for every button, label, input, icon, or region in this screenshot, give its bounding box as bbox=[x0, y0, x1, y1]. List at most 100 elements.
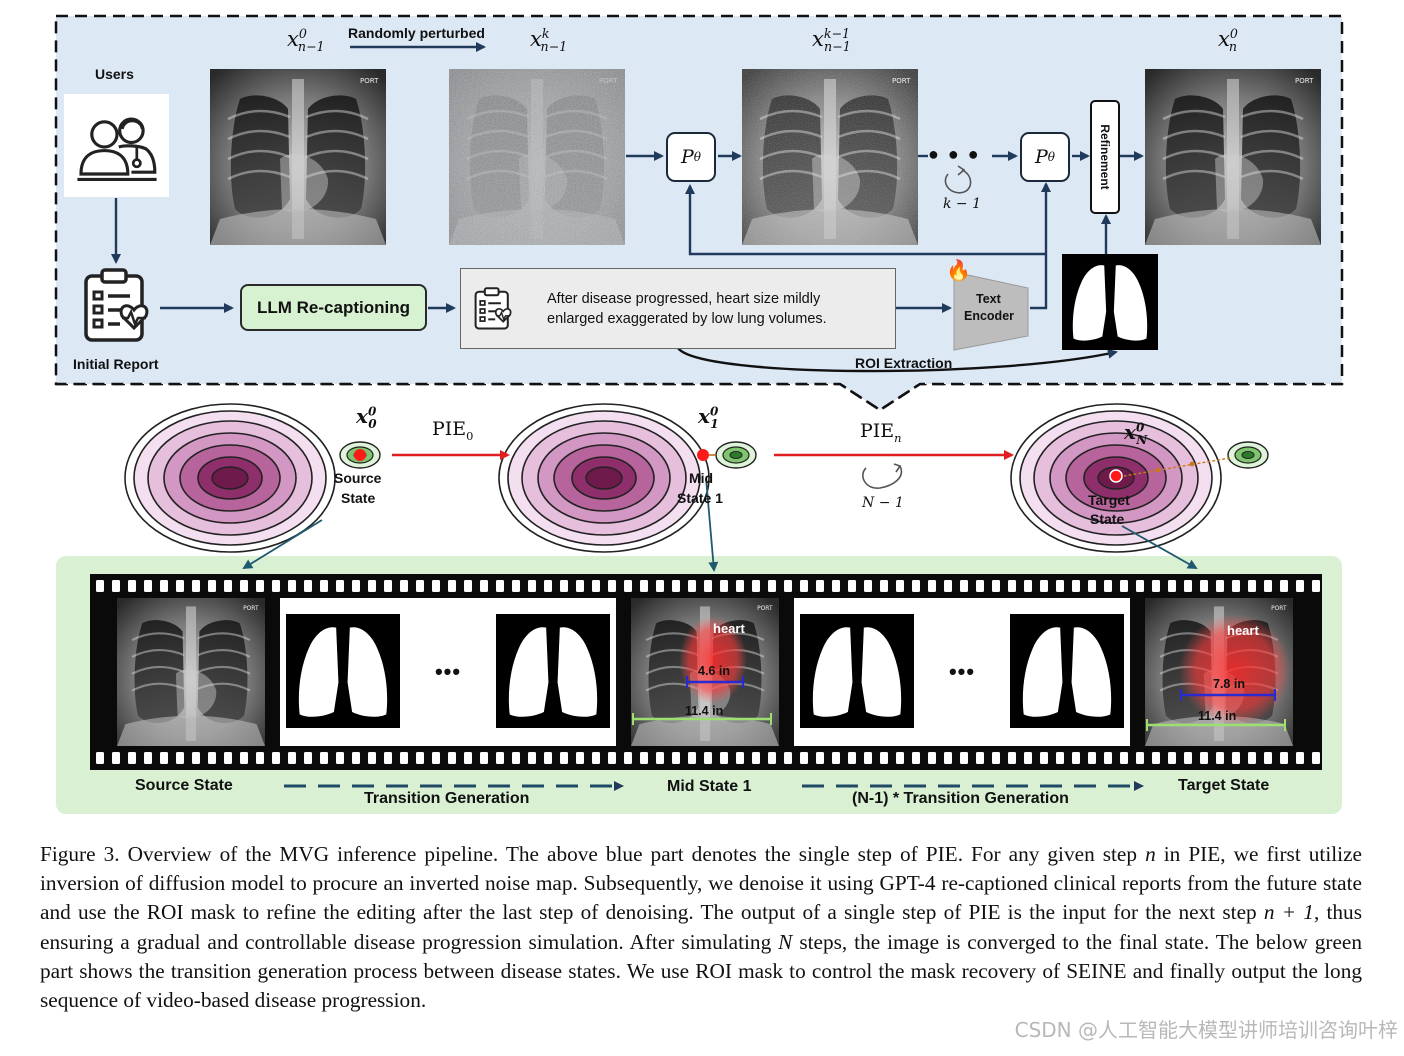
film-sprocket-hole bbox=[944, 752, 952, 764]
film-sprocket-hole bbox=[1008, 752, 1016, 764]
film-sprocket-hole bbox=[192, 752, 200, 764]
film-sprocket-hole bbox=[768, 580, 776, 592]
report-icon bbox=[474, 287, 512, 330]
film-sprocket-hole bbox=[1040, 752, 1048, 764]
film-sprocket-hole bbox=[1168, 752, 1176, 764]
film-sprocket-hole bbox=[992, 580, 1000, 592]
film-sprocket-hole bbox=[784, 580, 792, 592]
film-sprocket-hole bbox=[400, 752, 408, 764]
x-k-label: xkn−1 bbox=[530, 26, 568, 55]
film-sprocket-hole bbox=[864, 752, 872, 764]
film-sprocket-hole bbox=[656, 752, 664, 764]
film-sprocket-hole bbox=[704, 580, 712, 592]
film-sprocket-hole bbox=[1056, 580, 1064, 592]
film-sprocket-hole bbox=[1280, 580, 1288, 592]
ellipsis-1: ••• bbox=[434, 659, 462, 684]
middle-arrows bbox=[242, 449, 1231, 572]
target-state-label-2: State bbox=[1090, 511, 1125, 527]
film-sprocket-hole bbox=[544, 580, 552, 592]
x1-mid-label: x01 bbox=[698, 404, 719, 431]
loop-n-minus-1-label: N − 1 bbox=[862, 495, 904, 511]
film-sprocket-hole bbox=[256, 752, 264, 764]
film-sprocket-hole bbox=[896, 752, 904, 764]
film-sprocket-hole bbox=[1216, 752, 1224, 764]
film-sprocket-hole bbox=[1120, 580, 1128, 592]
film-sprocket-hole bbox=[1072, 752, 1080, 764]
film-sprocket-hole bbox=[96, 752, 104, 764]
film-sprocket-hole bbox=[336, 752, 344, 764]
film-sprocket-hole bbox=[688, 752, 696, 764]
film-sprocket-hole bbox=[368, 580, 376, 592]
target-state-label-1: Target bbox=[1088, 492, 1130, 508]
film-sprocket-hole bbox=[384, 580, 392, 592]
film-sprocket-hole bbox=[224, 580, 232, 592]
film-sprocket-hole bbox=[1312, 752, 1320, 764]
x-k-minus-1-label: xk−1n−1 bbox=[812, 26, 851, 55]
film-sprocket-hole bbox=[240, 752, 248, 764]
film-frame-source-xray bbox=[117, 598, 265, 746]
film-sprocket-hole bbox=[528, 752, 536, 764]
film-sprocket-hole bbox=[464, 752, 472, 764]
film-sprocket-hole bbox=[352, 580, 360, 592]
refinement-label: Refinement bbox=[1098, 124, 1112, 190]
mid-state-label-2: State 1 bbox=[677, 490, 723, 506]
film-sprocket-hole bbox=[768, 752, 776, 764]
film-sprocket-hole bbox=[272, 580, 280, 592]
film-sprocket-hole bbox=[480, 752, 488, 764]
film-sprocket-hole bbox=[256, 580, 264, 592]
text-encoder-shape bbox=[953, 271, 1029, 351]
initial-report-label: Initial Report bbox=[73, 356, 159, 372]
film-sprocket-hole bbox=[1136, 580, 1144, 592]
film-sprocket-hole bbox=[832, 752, 840, 764]
film-sprocket-hole bbox=[1312, 580, 1320, 592]
report-text-line-2: enlarged exaggerated by low lung volumes… bbox=[547, 311, 827, 327]
film-sprocket-hole bbox=[1056, 752, 1064, 764]
film-sprocket-hole bbox=[1136, 752, 1144, 764]
film-sprocket-hole bbox=[496, 580, 504, 592]
film-sprocket-hole bbox=[128, 580, 136, 592]
film-sprocket-hole bbox=[736, 752, 744, 764]
film-sprocket-hole bbox=[304, 752, 312, 764]
ellipsis-2: ••• bbox=[948, 659, 976, 684]
bottom-target-state-label: Target State bbox=[1178, 777, 1270, 794]
film-sprocket-hole bbox=[480, 580, 488, 592]
watermark: CSDN @人工智能大模型讲师培训咨询叶梓 bbox=[1014, 1018, 1398, 1042]
film-sprocket-hole bbox=[1296, 580, 1304, 592]
film-sprocket-hole bbox=[912, 752, 920, 764]
source-state-label-2: State bbox=[341, 490, 376, 506]
loop-k-minus-1-label: k − 1 bbox=[943, 196, 982, 212]
film-sprocket-hole bbox=[96, 580, 104, 592]
top-arrows bbox=[111, 42, 1144, 373]
film-sprocket-hole bbox=[992, 752, 1000, 764]
film-frame-mask-1 bbox=[280, 598, 406, 746]
roi-extraction-label: ROI Extraction bbox=[855, 355, 953, 371]
film-sprocket-hole bbox=[640, 580, 648, 592]
film-sprocket-hole bbox=[640, 752, 648, 764]
film-sprocket-hole bbox=[688, 580, 696, 592]
film-sprocket-hole bbox=[1200, 580, 1208, 592]
film-sprocket-hole bbox=[752, 580, 760, 592]
film-sprocket-hole bbox=[752, 752, 760, 764]
transition-generation-label: Transition Generation bbox=[364, 790, 530, 807]
film-sprocket-hole bbox=[320, 580, 328, 592]
film-frame-mask-3 bbox=[794, 598, 920, 746]
mid-chest-width: 11.4 in bbox=[685, 704, 724, 718]
film-sprocket-hole bbox=[960, 580, 968, 592]
film-sprocket-hole bbox=[208, 580, 216, 592]
roi-mask-image bbox=[1062, 254, 1158, 350]
film-sprocket-hole bbox=[896, 580, 904, 592]
film-sprocket-hole bbox=[352, 752, 360, 764]
film-sprocket-hole bbox=[880, 580, 888, 592]
n1-transition-generation-label: (N-1) * Transition Generation bbox=[852, 790, 1069, 807]
film-frame-ellipsis-2: ••• bbox=[920, 598, 1004, 746]
film-sprocket-hole bbox=[592, 580, 600, 592]
film-sprocket-hole bbox=[1264, 752, 1272, 764]
film-sprocket-hole bbox=[1152, 752, 1160, 764]
film-sprocket-hole bbox=[176, 752, 184, 764]
fire-icon: 🔥 bbox=[946, 260, 971, 282]
mid-heart-width: 4.6 in bbox=[698, 664, 730, 678]
film-sprocket-hole bbox=[848, 580, 856, 592]
film-sprocket-hole bbox=[416, 752, 424, 764]
source-state-label-1: Source bbox=[334, 470, 382, 486]
